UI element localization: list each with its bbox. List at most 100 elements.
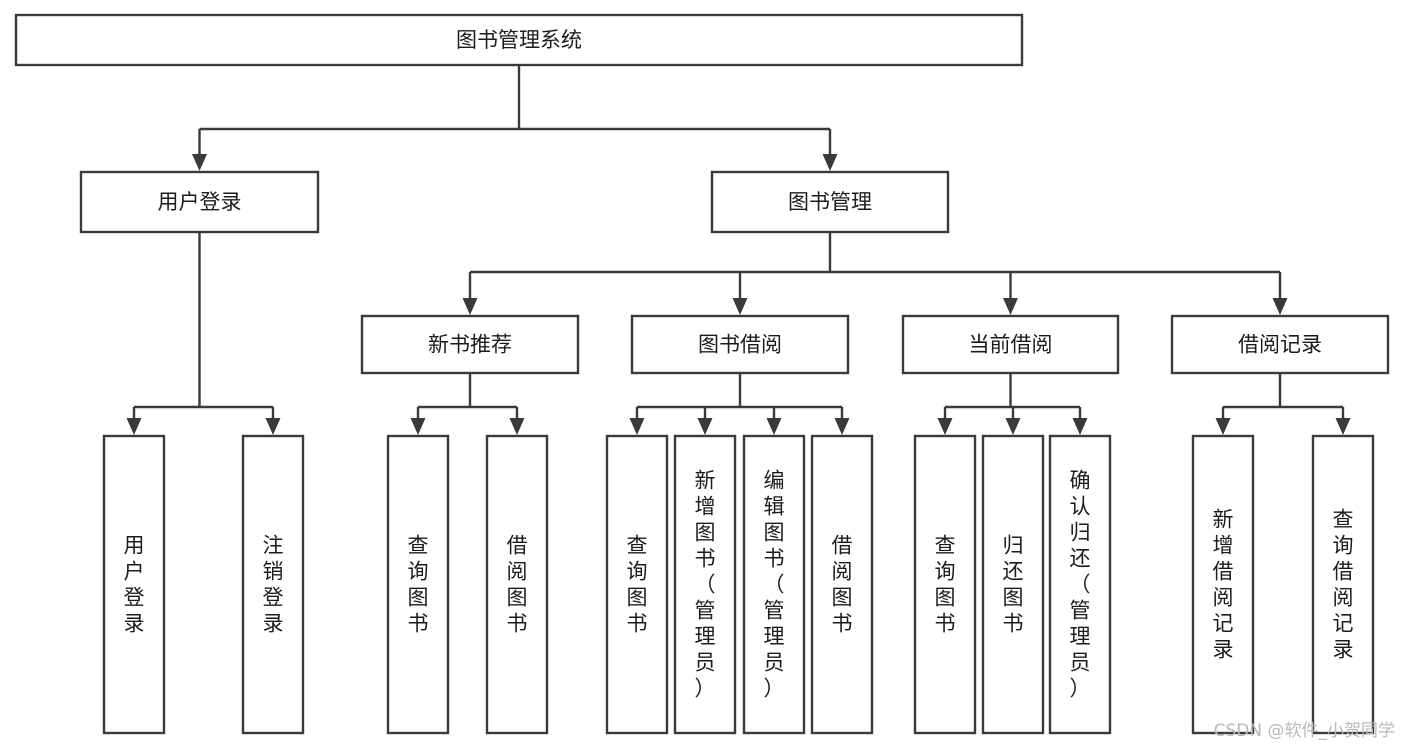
- svg-text:登: 登: [263, 586, 284, 610]
- arrow-head-icon: [629, 418, 645, 435]
- svg-text:书: 书: [695, 547, 716, 571]
- svg-text:图: 图: [627, 586, 648, 610]
- svg-text:员: 员: [1070, 651, 1091, 675]
- svg-text:书: 书: [627, 612, 648, 636]
- svg-text:用: 用: [124, 534, 145, 558]
- svg-text:管: 管: [695, 599, 716, 623]
- svg-text:新: 新: [695, 469, 716, 493]
- svg-text:借: 借: [832, 534, 853, 558]
- svg-text:增: 增: [695, 495, 716, 519]
- svg-text:编: 编: [764, 469, 785, 493]
- svg-text:还: 还: [1070, 547, 1091, 571]
- svg-text:销: 销: [263, 560, 284, 584]
- node-label-book-borrow: 图书借阅: [698, 333, 782, 357]
- arrow-head-icon: [265, 418, 281, 435]
- arrow-head-icon: [697, 418, 713, 435]
- node-box-leaf-user-login: [102, 434, 166, 735]
- node-box-leaf-borrow-book-1: [485, 434, 549, 735]
- svg-text:）: ）: [695, 677, 716, 701]
- svg-text:新: 新: [1213, 508, 1234, 532]
- node-box-leaf-logout: [241, 434, 305, 735]
- node-box-borrow-record: [1170, 314, 1390, 375]
- svg-text:登: 登: [124, 586, 145, 610]
- node-current-borrow[interactable]: 当前借阅: [901, 314, 1120, 375]
- node-leaf-user-login[interactable]: 用户登录: [102, 434, 166, 735]
- svg-text:认: 认: [1070, 495, 1091, 519]
- node-box-book-borrow: [630, 314, 850, 375]
- node-borrow-record[interactable]: 借阅记录: [1170, 314, 1390, 375]
- svg-text:图: 图: [1003, 586, 1024, 610]
- svg-text:录: 录: [263, 612, 284, 636]
- svg-text:阅: 阅: [832, 560, 853, 584]
- node-label-current-borrow: 当前借阅: [969, 333, 1053, 357]
- svg-text:图: 图: [832, 586, 853, 610]
- svg-text:管: 管: [764, 599, 785, 623]
- svg-text:录: 录: [124, 612, 145, 636]
- svg-text:管: 管: [1070, 599, 1091, 623]
- arrow-head-icon: [732, 298, 748, 315]
- svg-text:询: 询: [1333, 534, 1354, 558]
- node-box-new-book-recommend: [360, 314, 580, 375]
- svg-text:理: 理: [1070, 625, 1091, 649]
- svg-text:书: 书: [935, 612, 956, 636]
- svg-text:借: 借: [1213, 560, 1234, 584]
- svg-text:书: 书: [1003, 612, 1024, 636]
- svg-text:阅: 阅: [507, 560, 528, 584]
- arrow-head-icon: [462, 298, 478, 315]
- arrow-head-icon: [1072, 418, 1088, 435]
- node-book-manage[interactable]: 图书管理: [710, 170, 950, 234]
- svg-text:询: 询: [408, 560, 429, 584]
- node-box-book-manage: [710, 170, 950, 234]
- svg-text:辑: 辑: [764, 495, 785, 519]
- node-box-leaf-borrow-book-2: [810, 434, 874, 735]
- node-label-book-manage: 图书管理: [788, 190, 872, 214]
- node-box-leaf-query-record: [1311, 434, 1375, 735]
- svg-text:录: 录: [1213, 638, 1234, 662]
- node-box-leaf-query-book-1: [386, 434, 450, 735]
- arrow-head-icon: [1005, 418, 1021, 435]
- node-root[interactable]: 图书管理系统: [14, 13, 1024, 67]
- node-book-borrow[interactable]: 图书借阅: [630, 314, 850, 375]
- node-user-login[interactable]: 用户登录: [79, 170, 320, 234]
- svg-text:（: （: [695, 573, 716, 597]
- svg-text:录: 录: [1333, 638, 1354, 662]
- svg-text:图: 图: [764, 521, 785, 545]
- svg-text:记: 记: [1333, 612, 1354, 636]
- svg-text:注: 注: [263, 534, 284, 558]
- arrow-head-icon: [1272, 298, 1288, 315]
- svg-text:员: 员: [764, 651, 785, 675]
- arrow-head-icon: [126, 418, 142, 435]
- svg-text:增: 增: [1213, 534, 1234, 558]
- svg-text:（: （: [1070, 573, 1091, 597]
- nodes-layer: 图书管理系统用户登录图书管理新书推荐图书借阅当前借阅借阅记录用户登录注销登录查询…: [14, 13, 1390, 735]
- arrow-head-icon: [766, 418, 782, 435]
- node-box-leaf-confirm-return: [1048, 434, 1112, 735]
- svg-text:户: 户: [124, 560, 145, 584]
- svg-text:阅: 阅: [1213, 586, 1234, 610]
- edges-layer: [126, 65, 1351, 435]
- svg-text:确: 确: [1070, 469, 1091, 493]
- node-box-root: [14, 13, 1024, 67]
- node-new-book-recommend[interactable]: 新书推荐: [360, 314, 580, 375]
